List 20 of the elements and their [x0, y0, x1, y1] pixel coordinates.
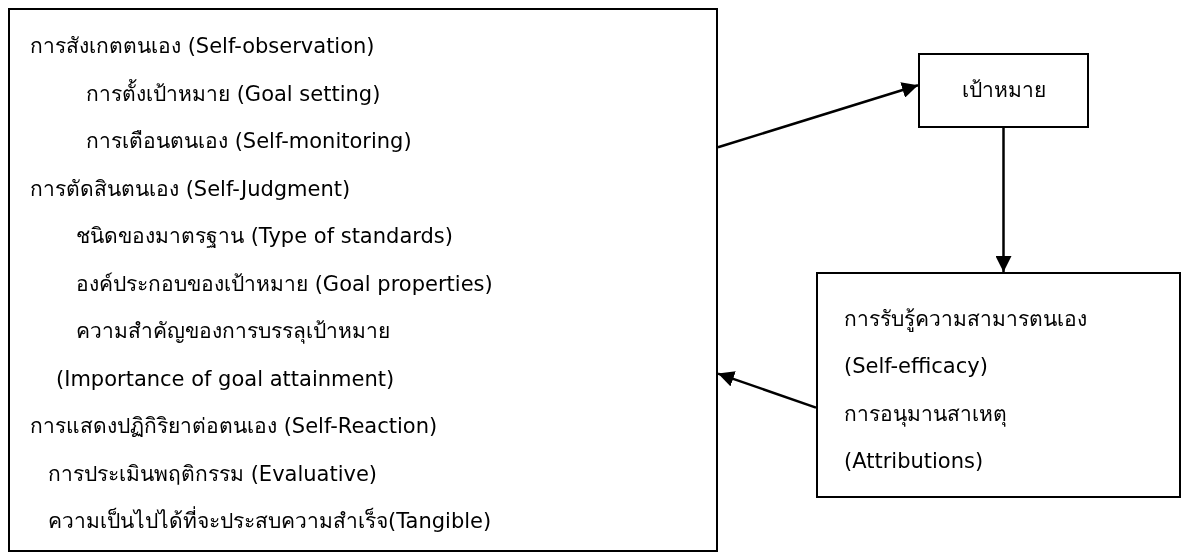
text-line: การสังเกตตนเอง (Self-observation)	[30, 33, 375, 60]
text-line: การรับรู้ความสามารตนเอง (Self-efficacy)	[844, 306, 1088, 380]
arrow	[717, 82, 919, 149]
text-line: ชนิดของมาตรฐาน (Type of standards)	[76, 223, 453, 250]
theory-box	[8, 8, 718, 552]
text-line: การเตือนตนเอง (Self-monitoring)	[86, 128, 412, 155]
text-line: ความสำคัญของการบรรลุเป้าหมาย	[76, 318, 390, 346]
text-line: ความเป็นไปได้ที่จะประสบความสำเร็จ(Tangible)	[48, 506, 492, 536]
belief-box	[816, 272, 1181, 498]
text-line: การตัดสินตนเอง (Self-Judgment)	[30, 175, 351, 203]
goal-box	[918, 53, 1089, 128]
text-line: เป้าหมาย	[960, 77, 1047, 104]
text-line: การอนุมานสาเหตุ (Attributions)	[844, 401, 1008, 475]
text-line: การประเมินพฤติกรรม (Evaluative)	[48, 460, 378, 488]
text-line: (Importance of goal attainment)	[56, 365, 395, 393]
text-line: การแสดงปฏิกิริยาต่อตนเอง (Self-Reaction)	[30, 413, 438, 440]
text-line: การตั้งเป้าหมาย (Goal setting)	[86, 78, 381, 108]
arrow	[995, 128, 1012, 272]
arrow	[717, 371, 817, 409]
text-line: องค์ประกอบของเป้าหมาย (Goal properties)	[76, 270, 493, 298]
